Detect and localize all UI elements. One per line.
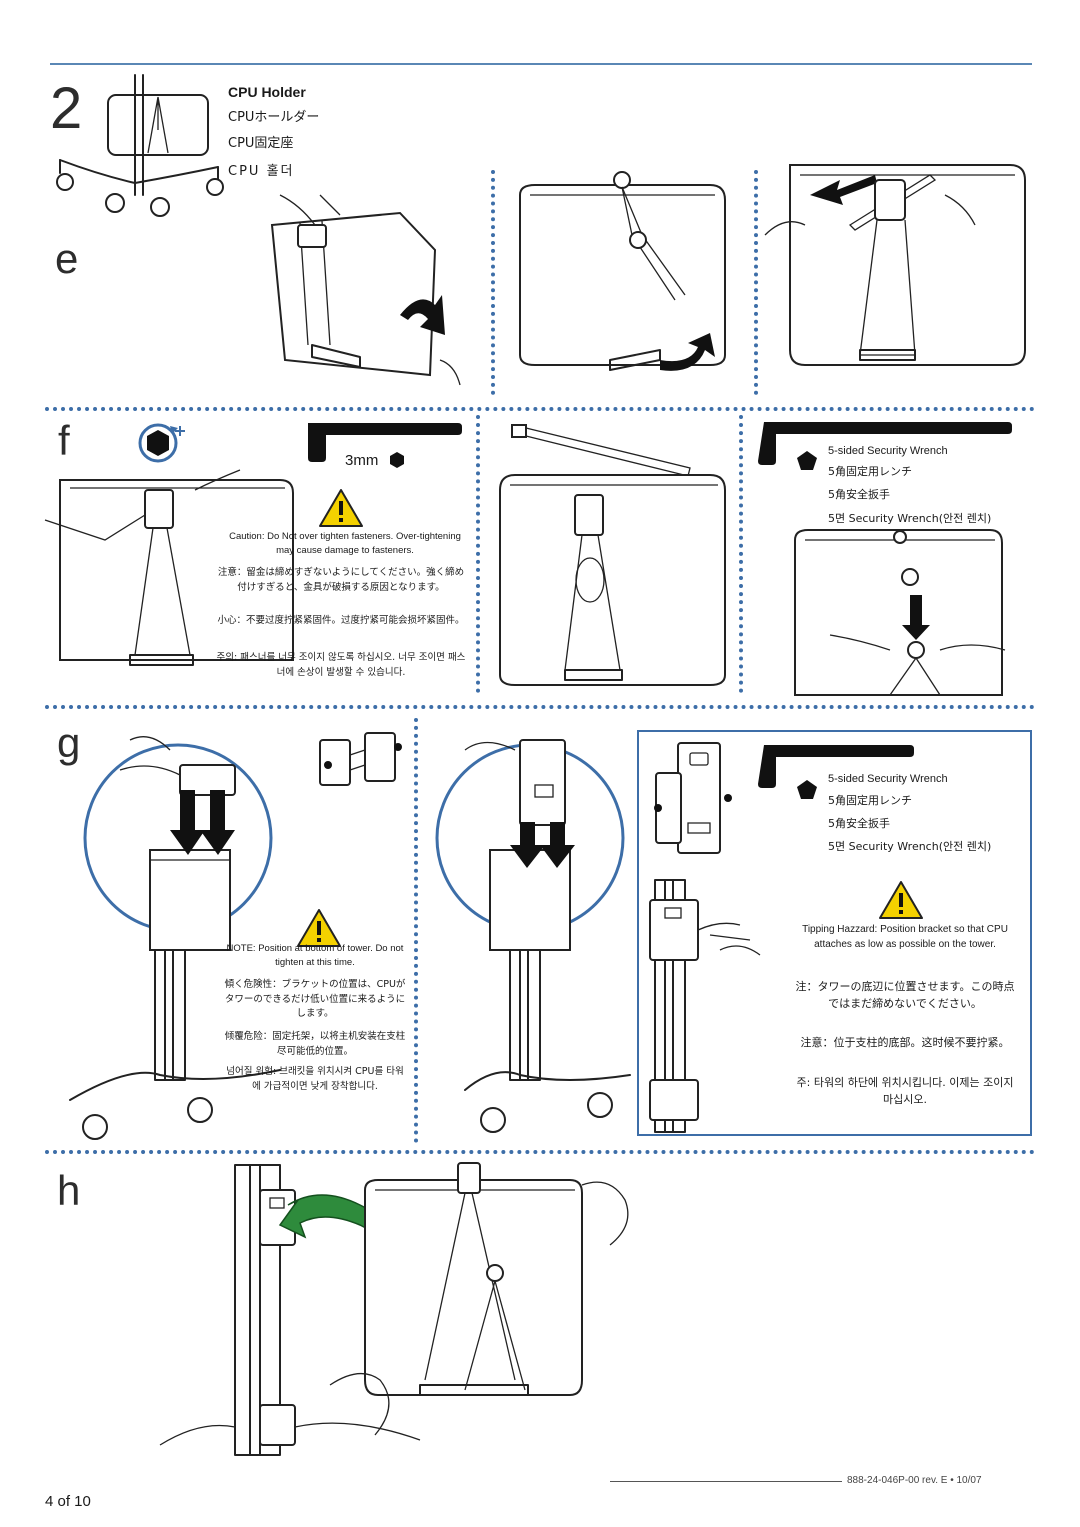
tip-en: Tipping Hazzard: Position bracket so tha…: [802, 924, 1008, 950]
step-f-image-2: [499, 424, 726, 686]
step-e-image-1: [270, 194, 461, 386]
note-ja: 傾く危険性：ブラケットの位置は、CPUがタワーのできるだけ低い位置に来るようにし…: [224, 979, 406, 1020]
pentagon-icon: [797, 780, 817, 799]
hex-icon: [390, 452, 404, 468]
wrench-size-label: 3mm: [345, 452, 379, 469]
bracket-icon: [319, 732, 402, 786]
step-f-image-1: [44, 469, 294, 666]
divider: [739, 415, 743, 693]
tighten-rotate-icon: [138, 423, 185, 463]
warning-icon: [319, 489, 363, 527]
divider: [476, 415, 480, 693]
doc-code: 888-24-046P-00 rev. E • 10/07: [847, 1475, 982, 1486]
step-g-image-3: [649, 879, 761, 1133]
caution-ko: 주의: 패스너를 너무 조이지 않도록 하십시오. 너무 조이면 패스너에 손상…: [216, 652, 466, 678]
tip-ja: 注：タワーの底辺に位置させます。この時点ではまだ締めないでください。: [795, 980, 1015, 1011]
cart-illustration: [56, 74, 224, 217]
step-g-image-1: [69, 736, 281, 1140]
wrench-en: 5-sided Security Wrench: [828, 445, 948, 457]
step-g-image-2: [435, 739, 631, 1133]
step-f-image-3: [794, 529, 1006, 696]
note-en: NOTE: Position at bottom of tower. Do no…: [226, 943, 404, 968]
step-e-image-3: [764, 164, 1026, 366]
tip-ko: 주: 타워의 하단에 위치시킵니다. 이제는 조이지 마십시오.: [796, 1076, 1014, 1107]
step-h-image: [159, 1162, 629, 1456]
step-number: 2: [50, 76, 83, 141]
caution-ja: 注意：留金は締めすぎないようにしてください。強く締め付けすぎると、金具が破損する…: [217, 567, 465, 593]
wrench-zh: 5角安全扳手: [828, 488, 890, 501]
title-zh: CPU固定座: [228, 136, 294, 151]
divider: [45, 407, 1035, 411]
note-zh: 倾覆危险：固定托架，以将主机安装在支柱尽可能低的位置。: [224, 1031, 406, 1057]
caution-zh: 小心：不要过度拧紧紧固件。过度拧紧可能会损坏紧固件。: [217, 615, 465, 626]
divider: [491, 170, 495, 395]
tip-zh: 注意：位于支柱的底部。这时候不要拧紧。: [800, 1036, 1010, 1049]
wrench-ko: 5면 Security Wrench(안전 렌치): [828, 840, 992, 853]
divider: [414, 718, 418, 1143]
security-wrench-icon: [758, 745, 914, 788]
title-ja: CPUホールダー: [228, 110, 320, 125]
step-e-label: e: [55, 235, 79, 282]
step-f-label: f: [58, 417, 70, 464]
security-wrench-icon: [758, 422, 1012, 465]
pentagon-icon: [797, 451, 817, 470]
warning-icon: [297, 909, 341, 947]
step-e-image-2: [519, 171, 726, 371]
divider: [754, 170, 758, 395]
wrench-zh: 5角安全扳手: [828, 817, 890, 830]
hex-wrench-icon: [308, 423, 462, 462]
step-h-label: h: [57, 1167, 81, 1214]
page-number: 4 of 10: [45, 1493, 91, 1510]
step-g-info-box: [637, 730, 1032, 1136]
divider: [45, 1150, 1035, 1154]
divider: [45, 705, 1035, 709]
wrench-ja: 5角固定用レンチ: [828, 794, 912, 807]
warning-icon: [879, 881, 923, 919]
wrench-ko: 5면 Security Wrench(안전 렌치): [828, 512, 992, 525]
bracket-closeup: [654, 742, 732, 854]
note-ko: 넘어질 위험: 브래킷을 위치시켜 CPU를 타워에 가급적이면 낮게 장착합니…: [226, 1066, 404, 1092]
title-en: CPU Holder: [228, 84, 306, 100]
header-rule: [50, 63, 1032, 65]
wrench-ja: 5角固定用レンチ: [828, 465, 912, 478]
footer-rule: [610, 1481, 842, 1482]
caution-en: Caution: Do Not over tighten fasteners. …: [229, 531, 461, 556]
title-ko: CPU 홀더: [228, 164, 295, 179]
step-g-label: g: [57, 719, 81, 766]
wrench-en: 5-sided Security Wrench: [828, 773, 948, 785]
